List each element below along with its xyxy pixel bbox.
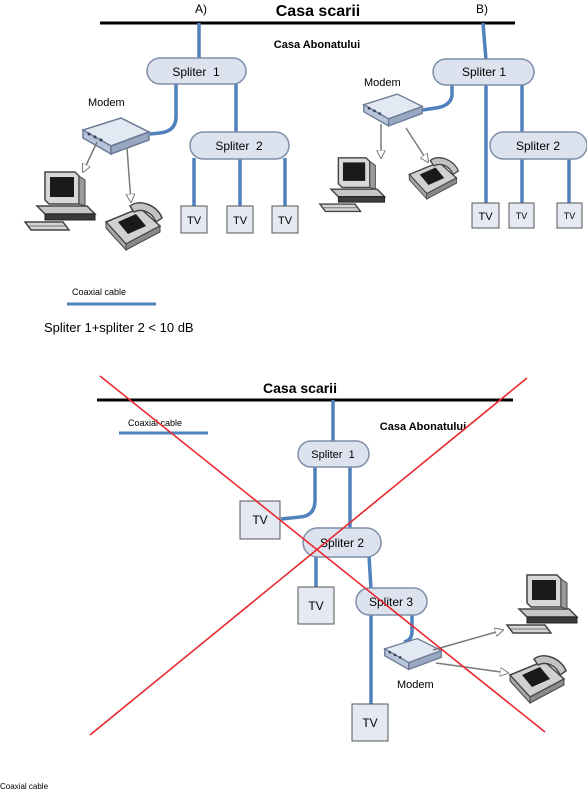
splitter-2-b: Spliter 2	[489, 131, 587, 160]
tv-box: TV	[508, 202, 535, 229]
splitter-label: Spliter 1	[462, 65, 506, 79]
cable	[403, 614, 414, 644]
marker-b: B)	[476, 2, 488, 16]
tv-box: TV	[271, 205, 299, 234]
arrow	[83, 141, 98, 172]
splitter-label: Spliter 1	[311, 449, 354, 461]
svg-text:TV: TV	[233, 215, 248, 227]
arrow	[432, 630, 503, 651]
legend-label-top: Coaxial cable	[72, 287, 126, 297]
cable	[481, 22, 488, 61]
cable	[367, 555, 373, 590]
modem-label: Modem	[364, 77, 401, 89]
bus-label-top: Casa scarii	[276, 3, 361, 20]
svg-text:TV: TV	[252, 513, 267, 527]
marker-a: A)	[195, 2, 207, 16]
splitter-1-bottom: Spliter 1	[297, 440, 370, 468]
splitter-1-a: Spliter 1	[146, 57, 247, 85]
tv-box: TV	[471, 202, 500, 229]
splitter-label: Spliter 2	[320, 536, 364, 550]
tv-box: TV	[226, 205, 254, 234]
svg-text:TV: TV	[564, 211, 576, 221]
cable	[421, 84, 454, 112]
svg-text:TV: TV	[362, 716, 377, 730]
modem-icon	[363, 93, 423, 127]
tv-box: TV	[556, 202, 583, 229]
svg-text:TV: TV	[187, 215, 202, 227]
subscriber-label-top: Casa Abonatului	[274, 39, 360, 51]
tv-box: TV	[297, 586, 335, 625]
tv-box: TV	[180, 205, 208, 234]
svg-text:TV: TV	[478, 211, 493, 223]
splitter-2-a: Spliter 2	[189, 131, 290, 160]
splitter-label: Spliter 2	[215, 139, 263, 153]
splitter-label: Spliter 3	[369, 595, 413, 609]
modem-icon	[82, 117, 150, 155]
cross-mark	[89, 375, 546, 736]
modem-label: Modem	[88, 97, 125, 109]
arrow	[405, 127, 428, 162]
splitter-label: Spliter 1	[172, 65, 220, 79]
arrow	[435, 662, 508, 673]
computer-icon	[319, 157, 386, 213]
arrow	[127, 147, 131, 202]
cable	[149, 83, 178, 136]
loss-formula: Spliter 1+spliter 2 < 10 dB	[44, 320, 194, 335]
tv-box: TV	[239, 500, 281, 540]
subscriber-label-bottom: Casa Abonatului	[380, 421, 466, 433]
computer-icon	[24, 171, 96, 231]
computer-icon	[506, 574, 578, 634]
svg-text:TV: TV	[278, 215, 293, 227]
splitter-2-bottom: Spliter 2	[302, 527, 382, 558]
splitter-3-bottom: Spliter 3	[355, 587, 428, 616]
svg-text:TV: TV	[516, 211, 528, 221]
tv-box: TV	[351, 703, 389, 742]
legend-label-bottom: Coaxial cable	[128, 418, 182, 428]
splitter-1-b: Spliter 1	[432, 58, 535, 86]
telephone-icon	[105, 202, 163, 251]
telephone-icon	[509, 655, 567, 704]
modem-label: Modem	[397, 679, 434, 691]
footer-label: Coaxial cable	[0, 782, 49, 791]
bus-label-bottom: Casa scarii	[263, 380, 337, 396]
splitter-label: Spliter 2	[516, 139, 560, 153]
svg-text:TV: TV	[308, 599, 323, 613]
cable	[280, 466, 317, 521]
telephone-icon	[408, 157, 459, 200]
